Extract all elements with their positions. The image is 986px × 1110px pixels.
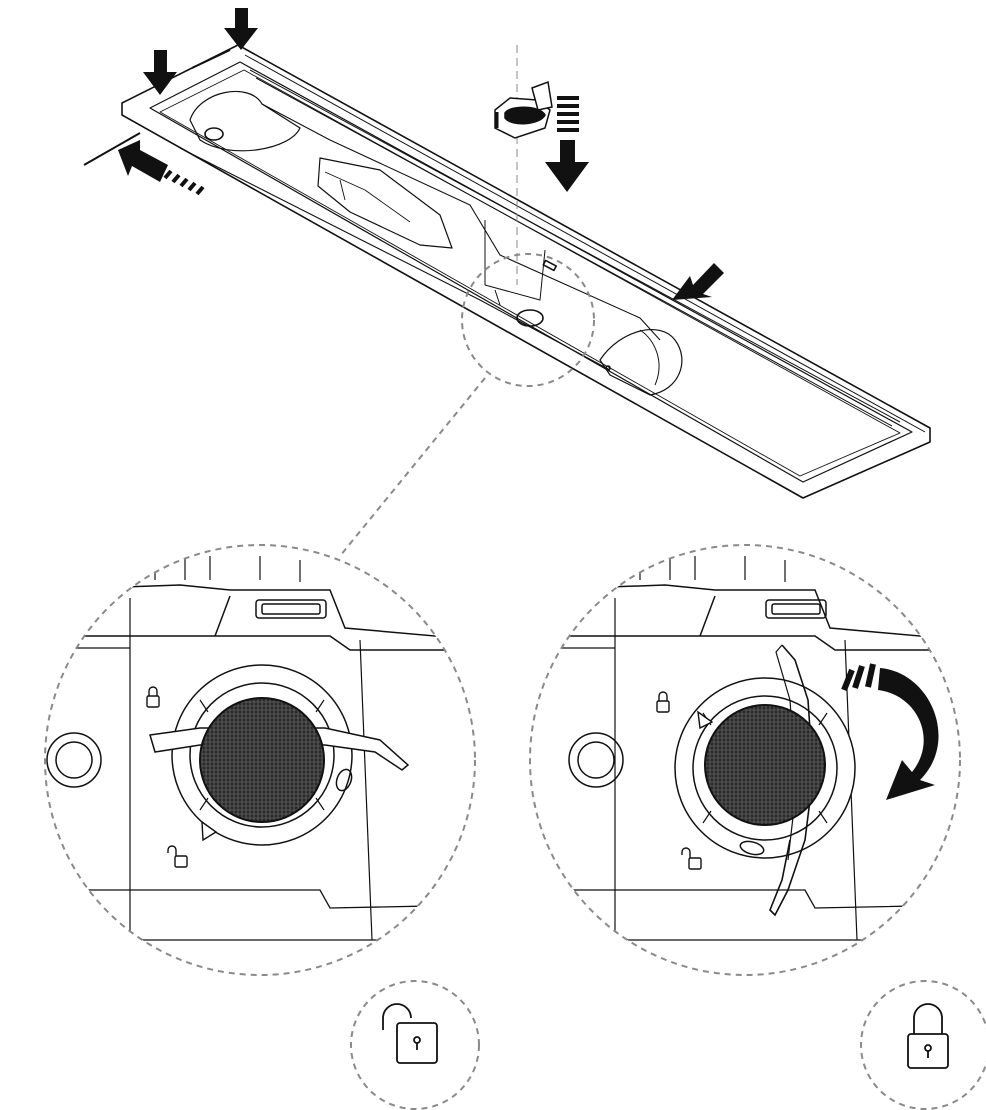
slot [255, 599, 327, 619]
drain-channel-assembly [121, 44, 931, 499]
mesh-filter [199, 697, 325, 823]
padlock-icon [907, 1003, 949, 1069]
unlock-icon [681, 847, 702, 870]
outlet-tag [542, 259, 558, 272]
padlock-indicator-right [860, 980, 986, 1110]
center-outlet [484, 220, 546, 306]
side-plug-inner [55, 741, 93, 779]
down-arrow-icon [143, 50, 177, 95]
down-arrow-icon [545, 96, 589, 192]
right-basin [599, 329, 683, 396]
triangle-indicator [201, 820, 218, 842]
grating-rail [244, 54, 926, 433]
left-arrow-icon [118, 140, 205, 196]
detail-callout-circle [461, 253, 595, 387]
right-basin-detail [639, 329, 660, 386]
padlock-indicator-left [350, 980, 480, 1110]
ribs [154, 556, 301, 582]
lock-icon [656, 691, 670, 713]
lock-ring-inner [189, 682, 335, 828]
outlet-cap [516, 309, 544, 327]
detail-circle-left [44, 544, 476, 976]
left-basin-cap [204, 127, 224, 141]
slide-insert [317, 157, 453, 249]
right-basin-screw [605, 365, 611, 371]
triangle-indicator [697, 710, 714, 730]
side-plug-outer [46, 732, 102, 788]
lock-icon [146, 686, 160, 708]
detail-panel-left [44, 544, 476, 976]
housing-face [45, 595, 475, 651]
channel-rim-line [159, 69, 901, 477]
housing-bottom [45, 889, 475, 941]
padlock-icon [382, 1003, 438, 1064]
rotate-clockwise-icon [841, 663, 939, 800]
housing-top-edge [45, 584, 475, 641]
lock-key-part [494, 80, 553, 139]
left-basin [189, 90, 301, 152]
detail-callout-leader [339, 377, 486, 557]
unlock-icon [167, 845, 188, 868]
left-arrow-icon [672, 263, 724, 300]
trough-edge [179, 103, 661, 371]
down-arrow-icon [224, 8, 258, 50]
slide-insert-detail [324, 171, 411, 223]
lock-handle-vertical [769, 644, 811, 917]
indicator-slot [335, 768, 353, 792]
detail-circle-right [529, 544, 961, 976]
detail-panel-right [529, 544, 961, 976]
gasket-line [83, 49, 231, 166]
